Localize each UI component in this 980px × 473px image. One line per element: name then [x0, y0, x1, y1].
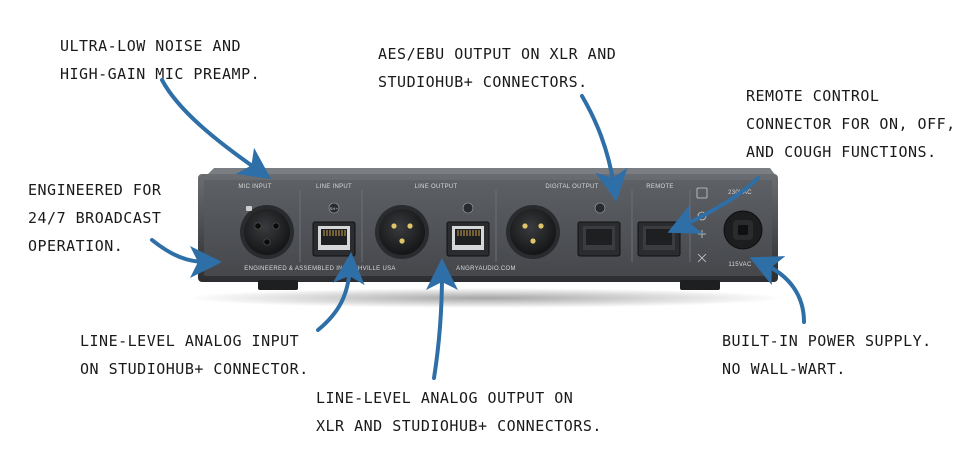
mic-input-xlr-jack: [240, 205, 294, 259]
label-website: ANGRYAUDIO.COM: [456, 266, 516, 272]
foot-left: [258, 280, 298, 290]
label-digital-output: DIGITAL OUTPUT: [545, 184, 598, 190]
arrow-line-output: [425, 258, 458, 380]
callout-mic-preamp: ULTRA-LOW NOISE AND HIGH-GAIN MIC PREAMP…: [60, 37, 261, 83]
remote-control-jack: [637, 221, 681, 257]
digital-output-xlr-jack: [506, 205, 560, 259]
power-inlet: [723, 210, 763, 250]
label-115vac: 115VAC: [728, 262, 752, 268]
callout-line-output: LINE-LEVEL ANALOG OUTPUT ON XLR AND STUD…: [316, 389, 602, 435]
line-output-studiohub-jack: [446, 202, 490, 257]
studiohub-badge: SH+: [330, 206, 339, 211]
callout-engineered: ENGINEERED FOR 24/7 BROADCAST OPERATION.: [28, 181, 162, 255]
foot-right: [680, 280, 720, 290]
callout-power-supply: BUILT-IN POWER SUPPLY. NO WALL-WART.: [722, 332, 932, 378]
label-made-in-usa: ENGINEERED & ASSEMBLED IN NASHVILLE USA: [244, 266, 395, 272]
arrow-engineered: [150, 238, 222, 278]
arrow-line-input: [316, 252, 365, 332]
arrow-power: [749, 256, 806, 324]
callout-aes-ebu-output: AES/EBU OUTPUT ON XLR AND STUDIOHUB+ CON…: [378, 45, 617, 91]
callout-arrows: [150, 78, 806, 380]
label-mic-input: MIC INPUT: [238, 184, 271, 190]
callout-remote-control: REMOTE CONTROL CONNECTOR FOR ON, OFF, AN…: [746, 87, 956, 161]
line-output-xlr-jack: [375, 205, 429, 259]
digital-output-studiohub-jack: [577, 202, 621, 257]
label-remote: REMOTE: [646, 184, 673, 190]
label-line-input: LINE INPUT: [316, 184, 352, 190]
arrow-aes-output: [580, 94, 628, 202]
arrow-mic-preamp: [160, 78, 272, 180]
device-shadow: [185, 288, 785, 308]
label-line-output: LINE OUTPUT: [415, 184, 458, 190]
callout-line-input: LINE-LEVEL ANALOG INPUT ON STUDIOHUB+ CO…: [80, 332, 309, 378]
arrow-remote: [667, 176, 760, 234]
